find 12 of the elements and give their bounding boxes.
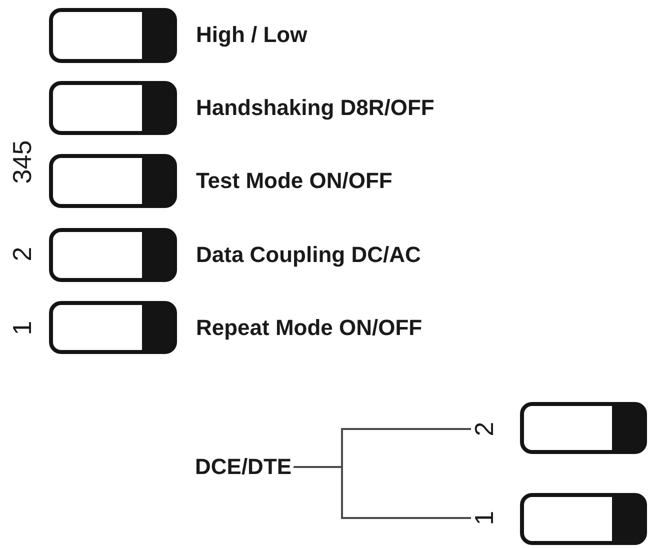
setting-label: High / Low	[196, 22, 308, 48]
switch-number: 2	[11, 246, 33, 262]
setting-label: Data Coupling DC/AC	[196, 242, 421, 268]
connector-line	[294, 466, 471, 519]
switch-number: 2	[473, 422, 495, 436]
switch-number: 345	[11, 140, 33, 184]
interface-label: DCE/DTE	[195, 454, 292, 480]
setting-label: Handshaking D8R/OFF	[196, 95, 434, 121]
setting-label: Repeat Mode ON/OFF	[196, 315, 422, 341]
switch-number: 1	[11, 320, 33, 336]
switch-number: 1	[473, 510, 495, 526]
setting-label: Test Mode ON/OFF	[196, 168, 392, 194]
